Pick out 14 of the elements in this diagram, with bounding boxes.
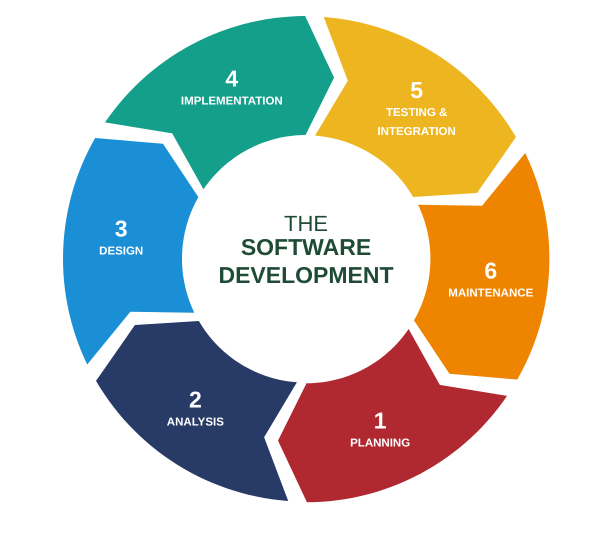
step-number: 1	[372, 406, 388, 434]
step-number: 3	[114, 214, 129, 242]
step-number: 4	[224, 64, 240, 93]
center-title: SOFTWARE DEVELOPMENT	[217, 233, 395, 289]
center-title-line: THE	[283, 212, 329, 236]
step-name: TESTING & INTEGRATION	[376, 106, 457, 140]
step-name: MAINTENANCE	[447, 286, 534, 302]
step-number: 6	[483, 256, 498, 285]
step-name: IMPLEMENTATION	[180, 94, 284, 110]
step-number: 2	[188, 385, 203, 413]
step-name: ANALYSIS	[166, 415, 225, 430]
step-number: 5	[409, 76, 424, 104]
step-name: PLANNING	[349, 436, 412, 452]
step-name: DESIGN	[98, 244, 144, 260]
